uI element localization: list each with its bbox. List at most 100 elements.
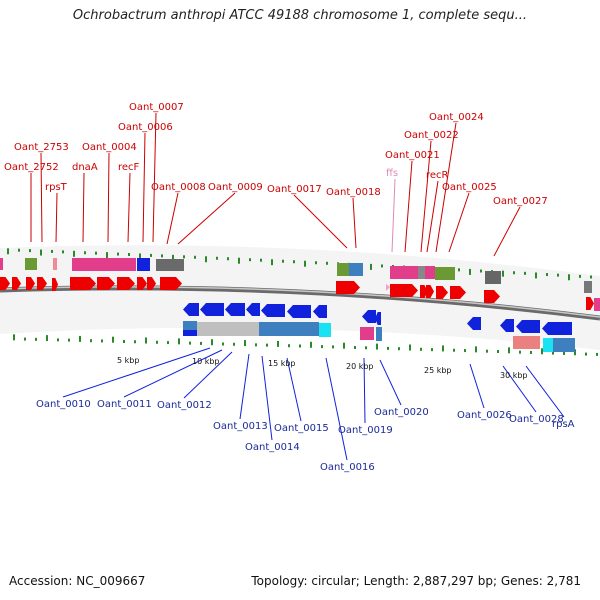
forward-gene-arrow[interactable]	[586, 297, 594, 310]
feature-box[interactable]	[72, 258, 98, 271]
forward-gene-label[interactable]: Oant_0007	[129, 102, 184, 113]
reverse-gene-arrow[interactable]	[375, 312, 381, 325]
forward-gene-arrow[interactable]	[0, 277, 10, 290]
forward-gene-label[interactable]: Oant_0024	[429, 112, 484, 123]
feature-box[interactable]	[0, 258, 3, 270]
leader-line	[325, 357, 348, 461]
forward-gene-arrow[interactable]	[26, 277, 35, 290]
forward-gene-arrow[interactable]	[450, 286, 466, 299]
forward-gene-arrow[interactable]	[137, 277, 147, 290]
feature-box[interactable]	[337, 263, 349, 276]
reverse-gene-arrow[interactable]	[183, 303, 199, 316]
forward-gene-label[interactable]: Oant_0027	[493, 196, 548, 207]
reverse-gene-label[interactable]: Oant_0019	[338, 425, 393, 436]
forward-gene-label[interactable]: dnaA	[72, 162, 98, 173]
feature-box[interactable]	[485, 271, 501, 284]
forward-gene-label[interactable]: Oant_0025	[442, 182, 497, 193]
forward-gene-label[interactable]: Oant_0004	[82, 142, 137, 153]
forward-gene-label[interactable]: Oant_0009	[208, 182, 263, 193]
feature-box[interactable]	[349, 263, 363, 276]
reverse-gene-label[interactable]: Oant_0011	[97, 399, 152, 410]
feature-box[interactable]	[584, 281, 592, 293]
leader-line	[469, 363, 485, 409]
feature-box[interactable]	[425, 266, 435, 279]
feature-box[interactable]	[513, 336, 540, 349]
feature-box[interactable]	[53, 258, 57, 270]
feature-box[interactable]	[319, 323, 331, 337]
forward-gene-label[interactable]: recF	[118, 162, 140, 173]
feature-box[interactable]	[116, 258, 136, 271]
reverse-gene-arrow[interactable]	[500, 319, 514, 332]
reverse-gene-arrow[interactable]	[200, 303, 224, 316]
forward-gene-arrow[interactable]	[426, 285, 434, 298]
forward-gene-arrow[interactable]	[160, 277, 182, 290]
reverse-gene-label[interactable]: Oant_0020	[374, 407, 429, 418]
leader-line	[107, 152, 110, 243]
forward-gene-arrow[interactable]	[336, 281, 360, 294]
reverse-gene-label[interactable]: Oant_0015	[274, 423, 329, 434]
feature-box[interactable]	[137, 258, 150, 271]
reverse-gene-arrow[interactable]	[362, 310, 376, 323]
forward-gene-label[interactable]: rpsT	[45, 182, 68, 193]
reverse-gene-label[interactable]: Oant_0013	[213, 421, 268, 432]
forward-gene-label[interactable]: Oant_0018	[326, 187, 381, 198]
forward-gene-arrow[interactable]	[117, 277, 135, 290]
reverse-gene-label[interactable]: rpsA	[552, 419, 575, 430]
forward-gene-arrow[interactable]	[52, 278, 58, 291]
reverse-gene-arrow[interactable]	[261, 304, 285, 317]
leader-line	[183, 351, 233, 399]
forward-gene-arrow[interactable]	[390, 284, 418, 297]
reverse-gene-arrow[interactable]	[467, 317, 481, 330]
leader-line	[426, 180, 439, 253]
feature-box[interactable]	[25, 258, 37, 270]
leader-line	[404, 160, 413, 253]
forward-gene-label[interactable]: Oant_0006	[118, 122, 173, 133]
reverse-gene-label[interactable]: Oant_0012	[157, 400, 212, 411]
feature-box[interactable]	[390, 266, 418, 279]
forward-gene-label[interactable]: Oant_0017	[267, 184, 322, 195]
feature-box[interactable]	[376, 327, 382, 341]
forward-gene-arrow[interactable]	[594, 298, 600, 311]
forward-gene-label[interactable]: Oant_0022	[404, 130, 459, 141]
reverse-gene-arrow[interactable]	[542, 322, 572, 335]
reverse-gene-label[interactable]: Oant_0028	[509, 414, 564, 425]
forward-gene-label[interactable]: recR	[426, 170, 449, 181]
feature-box[interactable]	[183, 330, 197, 336]
ncrna-marker[interactable]	[386, 284, 390, 291]
forward-gene-arrow[interactable]	[12, 277, 21, 290]
feature-box[interactable]	[435, 267, 455, 280]
forward-gene-label[interactable]: Oant_0008	[151, 182, 206, 193]
feature-box[interactable]	[543, 338, 553, 352]
reverse-gene-label[interactable]: Oant_0016	[320, 462, 375, 473]
reverse-gene-arrow[interactable]	[246, 303, 260, 316]
feature-box[interactable]	[98, 258, 116, 271]
forward-gene-label[interactable]: Oant_2752	[4, 162, 59, 173]
forward-gene-label[interactable]: ffs	[386, 168, 398, 179]
leader-line	[123, 349, 223, 398]
leader-line	[82, 172, 85, 243]
feature-box[interactable]	[259, 322, 319, 336]
scale-label: 10 kbp	[192, 357, 220, 366]
feature-box[interactable]	[156, 259, 184, 271]
forward-gene-arrow[interactable]	[147, 277, 156, 290]
reverse-gene-arrow[interactable]	[516, 320, 540, 333]
feature-box[interactable]	[360, 327, 374, 340]
reverse-gene-label[interactable]: Oant_0010	[36, 399, 91, 410]
forward-gene-arrow[interactable]	[484, 290, 500, 303]
reverse-gene-label[interactable]: Oant_0026	[457, 410, 512, 421]
forward-gene-arrow[interactable]	[436, 286, 448, 299]
forward-gene-arrow[interactable]	[97, 277, 115, 290]
forward-gene-arrow[interactable]	[37, 277, 47, 290]
forward-gene-label[interactable]: Oant_0021	[385, 150, 440, 161]
forward-gene-label[interactable]: Oant_2753	[14, 142, 69, 153]
reverse-gene-label[interactable]: Oant_0014	[245, 442, 300, 453]
bottom-tick-row	[13, 334, 598, 356]
reverse-gene-arrow[interactable]	[313, 305, 327, 318]
forward-gene-arrow[interactable]	[70, 277, 96, 290]
feature-box[interactable]	[418, 266, 425, 279]
scale-label: 25 kbp	[424, 366, 452, 375]
reverse-gene-arrow[interactable]	[287, 305, 311, 318]
reverse-gene-arrow[interactable]	[225, 303, 245, 316]
feature-box[interactable]	[197, 322, 259, 336]
